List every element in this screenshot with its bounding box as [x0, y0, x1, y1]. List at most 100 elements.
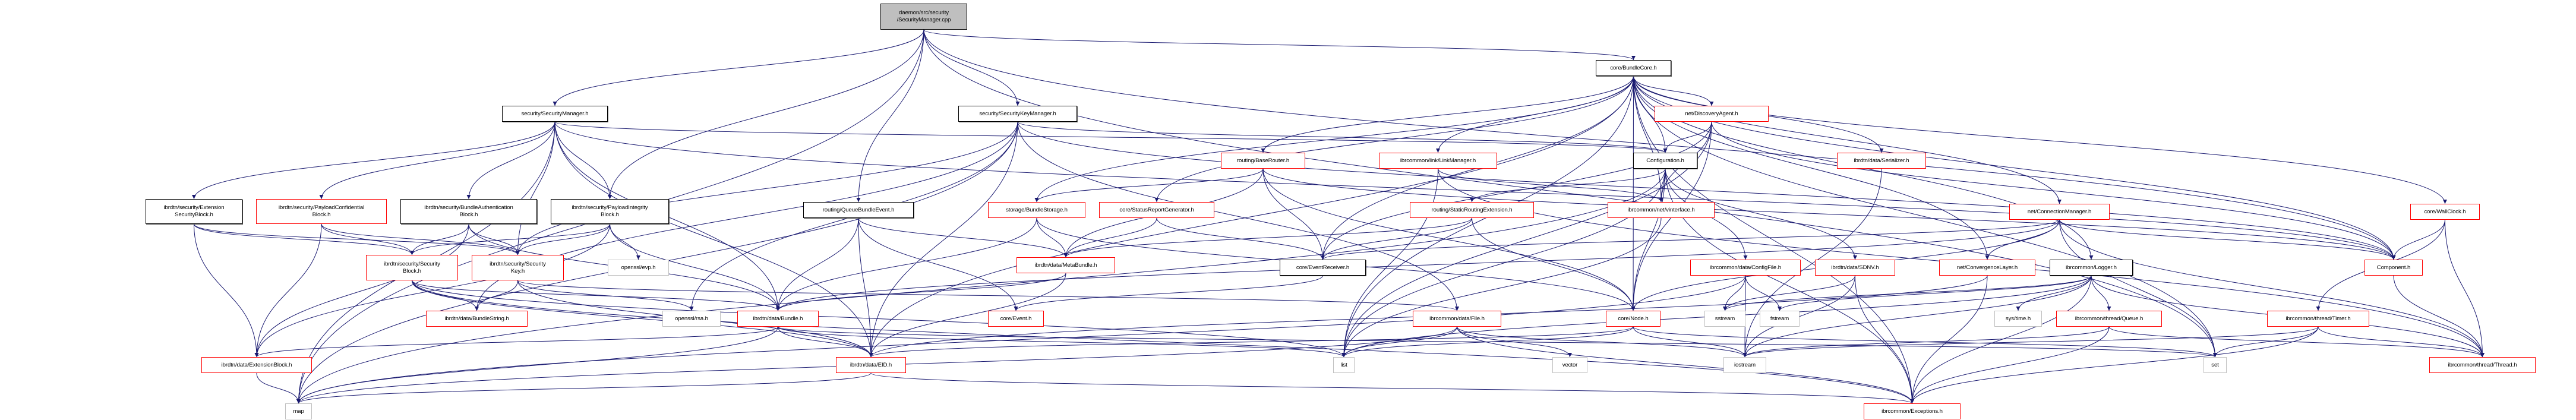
node-payloadint[interactable]: ibrdtn/security/PayloadIntegrity Block.h	[551, 199, 669, 224]
edge-payloadconf-to-extblock	[254, 223, 322, 358]
edge-configuration-to-sdnv	[1665, 168, 1857, 260]
node-logger[interactable]: ibrcommon/Logger.h	[2050, 260, 2133, 276]
node-timer[interactable]: ibrcommon/thread/Timer.h	[2267, 311, 2369, 327]
edge-queue-to-exceptions	[1910, 326, 2110, 404]
node-queue[interactable]: ibrcommon/thread/Queue.h	[2056, 311, 2162, 327]
edge-staticrouting-to-metabundle	[1063, 217, 1472, 258]
edge-file-to-iostream	[1457, 326, 1747, 358]
edge-node-to-iostream	[1633, 326, 1747, 358]
node-thread[interactable]: ibrcommon/thread/Thread.h	[2429, 357, 2536, 373]
edge-file-to-exceptions	[1457, 326, 1914, 404]
edge-secmgr-to-payloadint	[554, 121, 612, 200]
edge-extsecblock-to-extblock	[194, 223, 259, 358]
node-bundleauth[interactable]: ibrdtn/security/BundleAuthentication Blo…	[400, 199, 537, 224]
node-map[interactable]: map	[285, 403, 312, 419]
edge-payloadint-to-secblock	[410, 223, 610, 255]
node-baserouter[interactable]: routing/BaseRouter.h	[1221, 153, 1305, 169]
edge-baserouter-to-node	[1262, 168, 1636, 311]
node-payloadconf[interactable]: ibrdtn/security/PayloadConfidential Bloc…	[256, 199, 387, 224]
edge-root-to-bundlecore	[923, 29, 1636, 61]
edge-staticrouting-to-eventreceiver	[1321, 217, 1472, 260]
edge-bundle-to-extblock	[254, 326, 778, 358]
node-metabundle[interactable]: ibrdtn/data/MetaBundle.h	[1016, 257, 1115, 273]
node-extsecblock[interactable]: ibrdtn/security/Extension SecurityBlock.…	[146, 199, 242, 224]
edge-connmanager-to-component	[2059, 219, 2396, 260]
edge-wallclock-to-component	[2391, 219, 2445, 260]
edge-component-to-thread	[2393, 275, 2485, 358]
node-connmanager[interactable]: net/ConnectionManager.h	[2009, 204, 2110, 220]
node-bundle[interactable]: ibrdtn/data/Bundle.h	[737, 311, 819, 327]
edge-logger-to-exceptions	[1910, 275, 2092, 404]
node-iostream[interactable]: iostream	[1723, 357, 1766, 373]
edge-configfile-to-sstream	[1723, 275, 1746, 311]
node-file[interactable]: ibrcommon/data/File.h	[1413, 311, 1501, 327]
edge-seckeymgr-to-component	[1017, 121, 2396, 260]
edge-logger-to-queue	[2091, 275, 2111, 311]
edge-discovery-to-configuration	[1663, 121, 1712, 153]
node-seckey[interactable]: ibrdtn/security/Security Key.h	[472, 255, 564, 280]
node-node[interactable]: core/Node.h	[1606, 311, 1660, 327]
node-configfile[interactable]: ibrcommon/data/ConfigFile.h	[1690, 260, 1801, 276]
node-exceptions[interactable]: ibrcommon/Exceptions.h	[1864, 403, 1961, 419]
node-sdnv[interactable]: ibrdtn/data/SDNV.h	[1815, 260, 1895, 276]
node-bundlestring[interactable]: ibrdtn/data/BundleString.h	[426, 311, 528, 327]
node-fstream[interactable]: fstream	[1760, 311, 1800, 327]
edge-eid-to-exceptions	[870, 372, 1914, 404]
node-wallclock[interactable]: core/WallClock.h	[2410, 204, 2480, 220]
node-opensslrsa[interactable]: openssl/rsa.h	[662, 311, 721, 327]
edge-baserouter-to-eventreceiver	[1262, 168, 1325, 260]
edge-bundlestorage-to-bundle	[776, 217, 1037, 311]
node-event[interactable]: core/Event.h	[988, 311, 1044, 327]
edge-payloadconf-to-seckey	[321, 223, 520, 255]
node-systime[interactable]: sys/time.h	[1994, 311, 2042, 327]
node-convlayer[interactable]: net/ConvergenceLayer.h	[1939, 260, 2035, 276]
node-discovery[interactable]: net/DiscoveryAgent.h	[1655, 106, 1769, 122]
edge-secblock-to-list	[412, 280, 1346, 358]
node-secblock[interactable]: ibrdtn/security/Security Block.h	[366, 255, 458, 280]
edge-queuebundle-to-bundle	[776, 217, 859, 311]
edge-node-to-list	[1341, 326, 1634, 358]
node-vector[interactable]: vector	[1552, 357, 1587, 373]
node-configuration[interactable]: Configuration.h	[1633, 153, 1697, 169]
edge-payloadint-to-seckey	[516, 223, 610, 255]
node-secmgr[interactable]: security/SecurityManager.h	[502, 106, 608, 122]
node-extblock[interactable]: ibrdtn/data/ExtensionBlock.h	[201, 357, 312, 373]
node-queuebundle[interactable]: routing/QueueBundleEvent.h	[803, 202, 914, 218]
node-vinterface[interactable]: ibrcommon/net/vinterface.h	[1608, 202, 1715, 218]
edge-payloadint-to-opensslevp	[610, 223, 640, 260]
edge-bundle-to-map	[296, 326, 778, 404]
node-list[interactable]: list	[1333, 357, 1355, 373]
edge-secmgr-to-bundleauth	[466, 121, 555, 200]
edge-connmanager-to-thread	[2059, 219, 2485, 358]
node-eventreceiver[interactable]: core/EventReceiver.h	[1280, 260, 1366, 276]
edge-root-to-payloadint	[608, 29, 924, 200]
edge-file-to-vector	[1457, 326, 1572, 358]
edge-secblock-to-exceptions	[412, 280, 1914, 404]
node-serializer[interactable]: ibrdtn/data/Serializer.h	[1837, 153, 1926, 169]
edge-root-to-queuebundle	[856, 29, 924, 203]
node-sstream[interactable]: sstream	[1704, 311, 1745, 327]
edge-secmgr-to-extsecblock	[192, 121, 555, 200]
edge-bundle-to-eid	[778, 326, 873, 358]
edge-root-to-secmgr	[553, 29, 924, 106]
edge-seckeymgr-to-file	[1017, 121, 1459, 311]
node-bundlestorage[interactable]: storage/BundleStorage.h	[988, 202, 1085, 218]
edge-seckey-to-bundlestring	[475, 280, 518, 311]
edge-seckeymgr-to-seckey	[516, 121, 1018, 255]
node-set[interactable]: set	[2204, 357, 2227, 373]
node-statusreport[interactable]: core/StatusReportGenerator.h	[1099, 202, 1214, 218]
edge-timer-to-thread	[2318, 326, 2485, 358]
edge-connmanager-to-bundle	[776, 219, 2060, 311]
node-linkmanager[interactable]: ibrcommon/link/LinkManager.h	[1379, 153, 1497, 169]
node-eid[interactable]: ibrdtn/data/EID.h	[836, 357, 906, 373]
edge-root-to-component	[923, 29, 2396, 260]
node-component[interactable]: Component.h	[2365, 260, 2423, 276]
edge-linkmanager-to-vinterface	[1438, 168, 1663, 203]
edge-logger-to-sstream	[1723, 275, 2092, 311]
node-opensslevp[interactable]: openssl/evp.h	[608, 260, 669, 276]
node-bundlecore[interactable]: core/BundleCore.h	[1596, 60, 1671, 76]
node-seckeymgr[interactable]: security/SecurityKeyManager.h	[958, 106, 1077, 122]
edge-secmgr-to-eid	[554, 121, 873, 358]
node-staticrouting[interactable]: routing/StaticRoutingExtension.h	[1410, 202, 1534, 218]
